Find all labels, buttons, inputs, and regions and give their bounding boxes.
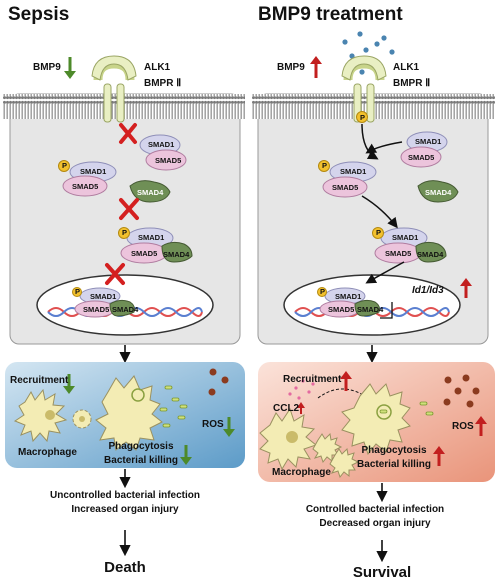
left-smad4 bbox=[129, 180, 171, 203]
left-phospho-c: P bbox=[122, 228, 128, 237]
left-phospho-b: P bbox=[62, 161, 68, 170]
right-outcome-line2: Decreased organ injury bbox=[319, 518, 431, 529]
right-macrophage-label: Macrophage bbox=[272, 467, 331, 478]
right-smad4 bbox=[417, 180, 459, 203]
left-bmpr-label: BMPR Ⅱ bbox=[144, 78, 182, 89]
left-smad1-a: SMAD1 bbox=[148, 140, 175, 149]
right-smad-complex-1 bbox=[400, 131, 448, 168]
right-bacterial-killing-text: Bacterial killing bbox=[357, 459, 431, 470]
left-smad4-free: SMAD4 bbox=[137, 188, 164, 197]
left-macrophage-label: Macrophage bbox=[18, 447, 77, 458]
right-smad5-c: SMAD5 bbox=[385, 249, 412, 258]
phagocyte-icon bbox=[341, 383, 411, 456]
macrophage-icon bbox=[259, 407, 318, 471]
right-title: BMP9 treatment bbox=[258, 4, 403, 25]
left-smad4-c: SMAD4 bbox=[163, 250, 190, 259]
left-phospho-n: P bbox=[75, 287, 81, 296]
left-alk1-label: ALK1 bbox=[144, 62, 171, 73]
left-smad1-b: SMAD1 bbox=[80, 167, 107, 176]
up-arrow-icon bbox=[310, 56, 322, 78]
right-smad-complex-2 bbox=[318, 160, 377, 198]
left-title: Sepsis bbox=[8, 4, 70, 25]
left-smad5-n: SMAD5 bbox=[83, 305, 110, 314]
left-bacterial-killing-text: Bacterial killing bbox=[104, 455, 178, 466]
left-smad-trimer bbox=[118, 227, 193, 264]
right-final-outcome: Survival bbox=[352, 564, 412, 581]
right-smad5-a: SMAD5 bbox=[408, 153, 435, 162]
right-ros-label: ROS bbox=[452, 421, 474, 432]
right-smad4-n: SMAD4 bbox=[357, 305, 384, 314]
right-outcome-line1: Controlled bacterial infection bbox=[305, 504, 445, 515]
left-smad5-c: SMAD5 bbox=[131, 249, 158, 258]
right-smad4-c: SMAD4 bbox=[417, 250, 444, 259]
left-smad1-c: SMAD1 bbox=[138, 233, 165, 242]
left-phagocytosis-label: Phagocytosis Bacterial killing bbox=[100, 440, 182, 468]
left-smad5-a: SMAD5 bbox=[155, 156, 182, 165]
left-smad5-b: SMAD5 bbox=[72, 182, 99, 191]
down-arrow-icon bbox=[64, 57, 76, 79]
right-smad4-free: SMAD4 bbox=[425, 188, 452, 197]
right-alk1-label: ALK1 bbox=[393, 62, 420, 73]
left-smad-complex-1 bbox=[139, 134, 187, 171]
right-phagocytosis-label: Phagocytosis Bacterial killing bbox=[352, 444, 436, 472]
left-immune-panel bbox=[5, 362, 245, 468]
left-ros-label: ROS bbox=[202, 419, 224, 430]
right-nucleus bbox=[283, 274, 461, 336]
right-phospho-c: P bbox=[376, 228, 382, 237]
small-macrophage-icon bbox=[312, 432, 360, 479]
right-phospho-rec: P bbox=[360, 113, 366, 122]
right-phospho-n: P bbox=[320, 287, 326, 296]
right-immune-panel bbox=[258, 362, 495, 482]
left-outcome: Uncontrolled bacterial infection Increas… bbox=[0, 489, 250, 517]
right-smad-trimer bbox=[372, 227, 447, 264]
right-smad1-b: SMAD1 bbox=[340, 167, 367, 176]
right-phagocytosis-text: Phagocytosis bbox=[361, 445, 427, 456]
left-nucleus bbox=[36, 274, 214, 336]
right-recruitment-label: Recruitment bbox=[283, 374, 342, 385]
left-outcome-line2: Increased organ injury bbox=[71, 504, 179, 515]
macrophage-icon bbox=[13, 388, 68, 443]
right-bmp9-label: BMP9 bbox=[277, 62, 305, 73]
left-smad-complex-2 bbox=[58, 160, 117, 197]
small-macrophage-icon bbox=[72, 409, 92, 429]
right-cell bbox=[252, 31, 495, 364]
left-smad4-n: SMAD4 bbox=[112, 305, 139, 314]
right-smad1-n: SMAD1 bbox=[335, 292, 362, 301]
down-arrow-icon bbox=[63, 374, 235, 465]
right-pathway-arrows bbox=[361, 123, 405, 284]
right-smad1-a: SMAD1 bbox=[415, 137, 442, 146]
left-receptor bbox=[91, 55, 137, 123]
up-arrow-icon bbox=[297, 371, 487, 466]
left-cell bbox=[3, 55, 245, 364]
up-arrow-icon bbox=[460, 278, 472, 298]
bacteria-icon bbox=[419, 401, 434, 416]
bacteria-icon bbox=[159, 385, 188, 428]
left-smad1-n: SMAD1 bbox=[90, 292, 117, 301]
left-final-outcome: Death bbox=[104, 559, 146, 576]
right-ccl2-label: CCL2 bbox=[273, 403, 300, 414]
ros-dots bbox=[443, 374, 480, 408]
phagocyte-icon bbox=[95, 375, 163, 451]
left-bmp9-label: BMP9 bbox=[33, 62, 61, 73]
right-outcome: Controlled bacterial infection Decreased… bbox=[255, 503, 495, 531]
left-phagocytosis-text: Phagocytosis bbox=[108, 441, 174, 452]
ccl2-dots bbox=[288, 379, 315, 400]
left-recruitment-label: Recruitment bbox=[10, 375, 69, 386]
red-cross-inhibition-icon bbox=[105, 123, 139, 285]
ros-dots bbox=[208, 368, 229, 396]
left-outcome-line1: Uncontrolled bacterial infection bbox=[49, 490, 201, 501]
right-smad1-c: SMAD1 bbox=[392, 233, 419, 242]
right-receptor bbox=[341, 55, 387, 123]
right-phospho-b: P bbox=[322, 161, 328, 170]
right-bmpr-label: BMPR Ⅱ bbox=[393, 78, 431, 89]
right-smad5-n: SMAD5 bbox=[328, 305, 355, 314]
right-gene-label: Id1/Id3 bbox=[412, 285, 444, 296]
right-smad5-b: SMAD5 bbox=[332, 183, 359, 192]
